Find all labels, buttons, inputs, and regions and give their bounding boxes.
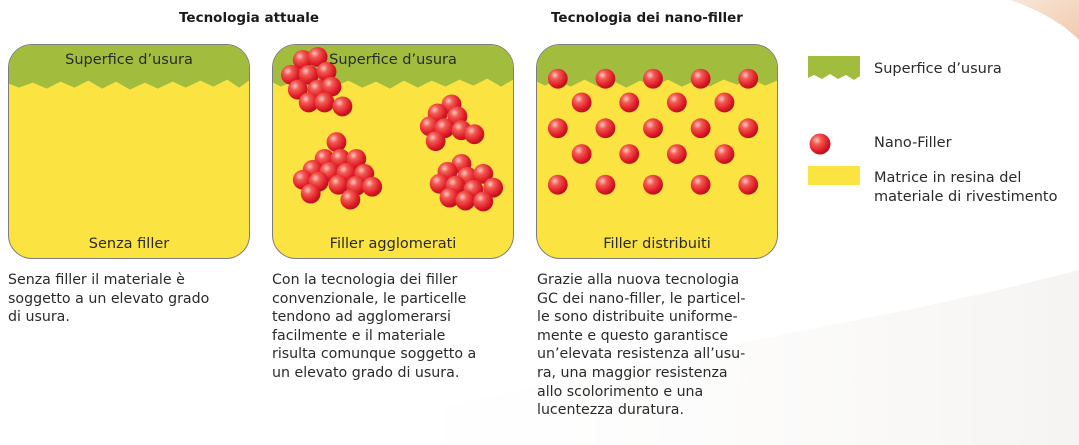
wear-surface-layer — [9, 45, 249, 90]
diagram-no-filler: Superfice d’usura Senza filler — [8, 44, 250, 259]
agglomerated-filler-spheres — [280, 46, 504, 212]
no-filler-label: Senza filler — [88, 236, 170, 252]
heading-nano-filler-technology: Tecnologia dei nano-filler — [551, 10, 743, 26]
legend-label-resin-matrix: Matrice in resina del materiale di rives… — [874, 170, 1058, 205]
diagram-agglomerated-filler: Superfice d’usura Filler agglomerati — [272, 44, 514, 259]
resin-matrix-swatch-icon — [808, 166, 860, 185]
wear-surface-label: Superfice d’usura — [329, 52, 457, 68]
legend-label-nano-filler: Nano-Filler — [874, 135, 952, 151]
diagram-distributed-filler: Filler distribuiti — [536, 44, 778, 259]
caption-agglomerated-filler: Con la tecnologia dei filler convenziona… — [272, 272, 477, 381]
distributed-filler-label: Filler distribuiti — [603, 236, 711, 252]
wear-surface-swatch-icon — [808, 56, 860, 80]
nano-filler-sphere-icon — [809, 133, 831, 155]
caption-no-filler: Senza filler il materiale è soggetto a u… — [8, 272, 210, 326]
distributed-filler-spheres — [547, 68, 759, 195]
caption-distributed-filler: Grazie alla nuova tecnologia GC dei nano… — [537, 272, 746, 419]
wear-surface-label: Superfice d’usura — [65, 52, 193, 68]
heading-current-technology: Tecnologia attuale — [179, 10, 319, 26]
agglomerated-filler-label: Filler agglomerati — [329, 236, 457, 252]
legend-label-wear-surface: Superfice d’usura — [874, 61, 1002, 77]
